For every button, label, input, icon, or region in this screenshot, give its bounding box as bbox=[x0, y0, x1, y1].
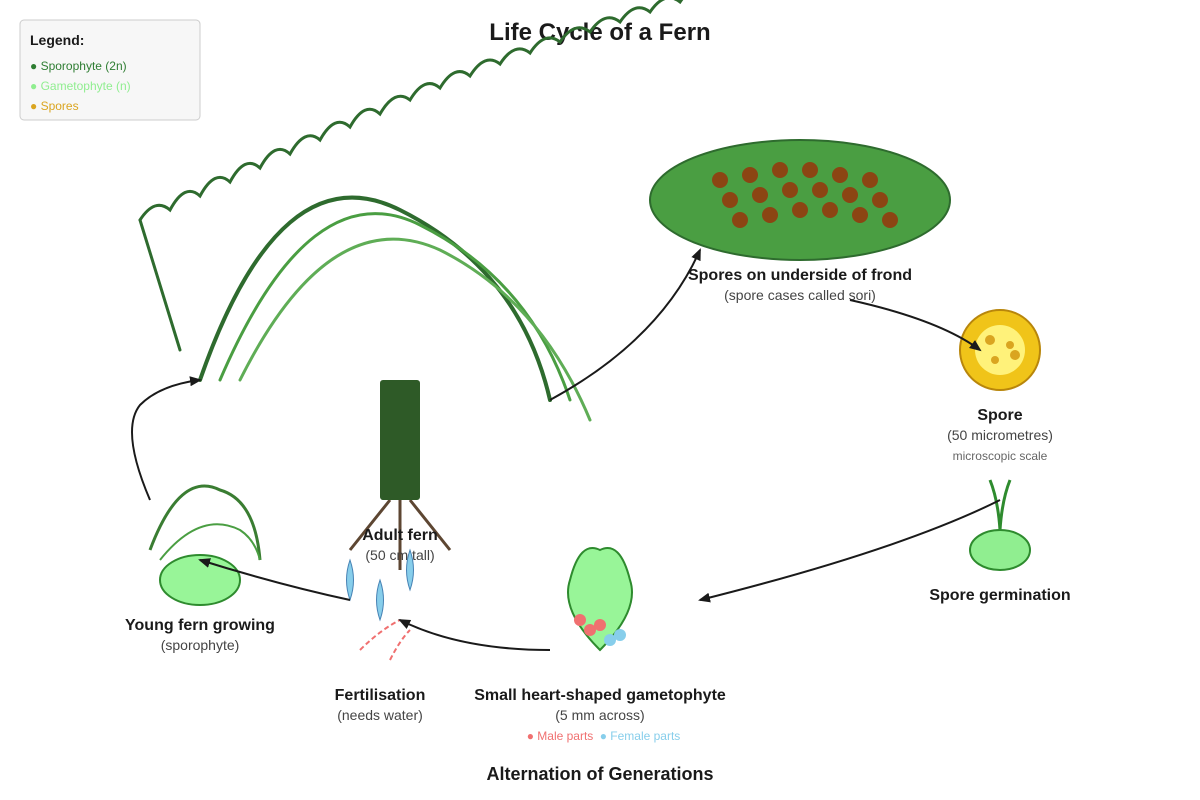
sori-dots bbox=[712, 162, 898, 228]
legend-box bbox=[19, 19, 201, 121]
sorus bbox=[712, 172, 728, 188]
sorus bbox=[732, 212, 748, 228]
legend-heading: Legend: bbox=[30, 32, 84, 48]
sorus bbox=[852, 207, 868, 223]
adult-fern-subtitle: (50 cm tall) bbox=[365, 547, 434, 563]
spore-subtitle: (50 micrometres) bbox=[947, 427, 1053, 443]
young-frond-light bbox=[159, 523, 261, 561]
male-part bbox=[584, 624, 596, 636]
frond-stalk bbox=[138, 218, 182, 352]
spore bbox=[959, 309, 1041, 391]
spore-granule bbox=[985, 335, 995, 345]
young-fern-title: Young fern growing bbox=[125, 617, 275, 634]
gametophyte-title: Small heart-shaped gametophyte bbox=[474, 687, 726, 704]
spore-granule bbox=[1006, 341, 1014, 349]
arrow-adult-to-sori bbox=[549, 248, 701, 401]
arrow-fertilisation-to-young bbox=[198, 558, 351, 601]
adult-fern-base bbox=[348, 380, 452, 570]
sorus bbox=[862, 172, 878, 188]
arrow-germination-to-gametophyte bbox=[698, 499, 1001, 603]
spore-title: Spore bbox=[977, 407, 1022, 424]
water-drop bbox=[346, 558, 354, 602]
germination-shoot-right bbox=[998, 479, 1012, 531]
adult-fern-title: Adult fern bbox=[362, 527, 438, 544]
sorus bbox=[872, 192, 888, 208]
sorus bbox=[722, 192, 738, 208]
water-drop bbox=[376, 578, 384, 622]
young-fern-base bbox=[159, 554, 241, 606]
germination-body bbox=[969, 529, 1031, 571]
legend-item-sporophyte: ● Sporophyte (2n) bbox=[30, 59, 127, 73]
gametophyte-subtitle: (5 mm across) bbox=[555, 707, 644, 723]
fertilisation-title: Fertilisation bbox=[335, 687, 426, 704]
arrow-gametophyte-to-fertilisation bbox=[398, 619, 551, 651]
spore-granule bbox=[1010, 350, 1020, 360]
frond-arc-dark bbox=[198, 195, 552, 402]
male-parts-label: ● Male parts bbox=[527, 729, 594, 743]
legend: Legend: ● Sporophyte (2n) ● Gametophyte … bbox=[19, 19, 201, 121]
sorus bbox=[772, 162, 788, 178]
legend-item-gametophyte: ● Gametophyte (n) bbox=[30, 79, 131, 93]
fertilisation-subtitle: (needs water) bbox=[337, 707, 423, 723]
sorus bbox=[882, 212, 898, 228]
frond-underside bbox=[649, 139, 951, 261]
sorus bbox=[822, 202, 838, 218]
arrow-young-to-adult bbox=[131, 376, 202, 501]
female-parts-label: ● Female parts bbox=[600, 729, 681, 743]
spore-granule bbox=[991, 356, 999, 364]
sorus bbox=[832, 167, 848, 183]
sori-frond bbox=[649, 139, 951, 261]
sorus bbox=[752, 187, 768, 203]
sori-title: Spores on underside of frond bbox=[688, 267, 912, 284]
male-part bbox=[594, 619, 606, 631]
fertilisation bbox=[346, 548, 414, 661]
spore-inner bbox=[975, 325, 1025, 375]
sorus bbox=[782, 182, 798, 198]
sorus bbox=[742, 167, 758, 183]
rhizome bbox=[380, 380, 420, 500]
frond-scalloped-edge bbox=[138, 0, 684, 222]
footer-caption: Alternation of Generations bbox=[486, 764, 713, 784]
sori-subtitle: (spore cases called sori) bbox=[724, 287, 876, 303]
adult-fern-arching-fronds bbox=[198, 195, 592, 422]
sperm-path bbox=[389, 629, 411, 661]
sperm-path bbox=[359, 619, 401, 651]
male-part bbox=[574, 614, 586, 626]
spore-note: microscopic scale bbox=[953, 449, 1048, 463]
sorus bbox=[802, 162, 818, 178]
arrow-sori-to-spore bbox=[849, 299, 982, 352]
sorus bbox=[762, 207, 778, 223]
sorus bbox=[812, 182, 828, 198]
cycle-arrows bbox=[131, 248, 1001, 651]
young-fern-subtitle: (sporophyte) bbox=[161, 637, 240, 653]
adult-fern-frond bbox=[138, 0, 684, 352]
sorus bbox=[792, 202, 808, 218]
young-fern bbox=[148, 484, 262, 606]
gametophyte-heart bbox=[567, 547, 633, 652]
frond-arc-light bbox=[238, 237, 592, 422]
sorus bbox=[842, 187, 858, 203]
female-part bbox=[614, 629, 626, 641]
legend-item-spores: ● Spores bbox=[30, 99, 79, 113]
diagram-title: Life Cycle of a Fern bbox=[489, 19, 710, 46]
germinating-spore bbox=[969, 479, 1031, 571]
germination-title: Spore germination bbox=[929, 587, 1070, 604]
root-left bbox=[348, 499, 392, 551]
female-part bbox=[604, 634, 616, 646]
root-right bbox=[408, 499, 452, 551]
gametophyte bbox=[567, 547, 633, 652]
young-frond-dark bbox=[148, 484, 262, 561]
water-drop bbox=[406, 548, 414, 592]
